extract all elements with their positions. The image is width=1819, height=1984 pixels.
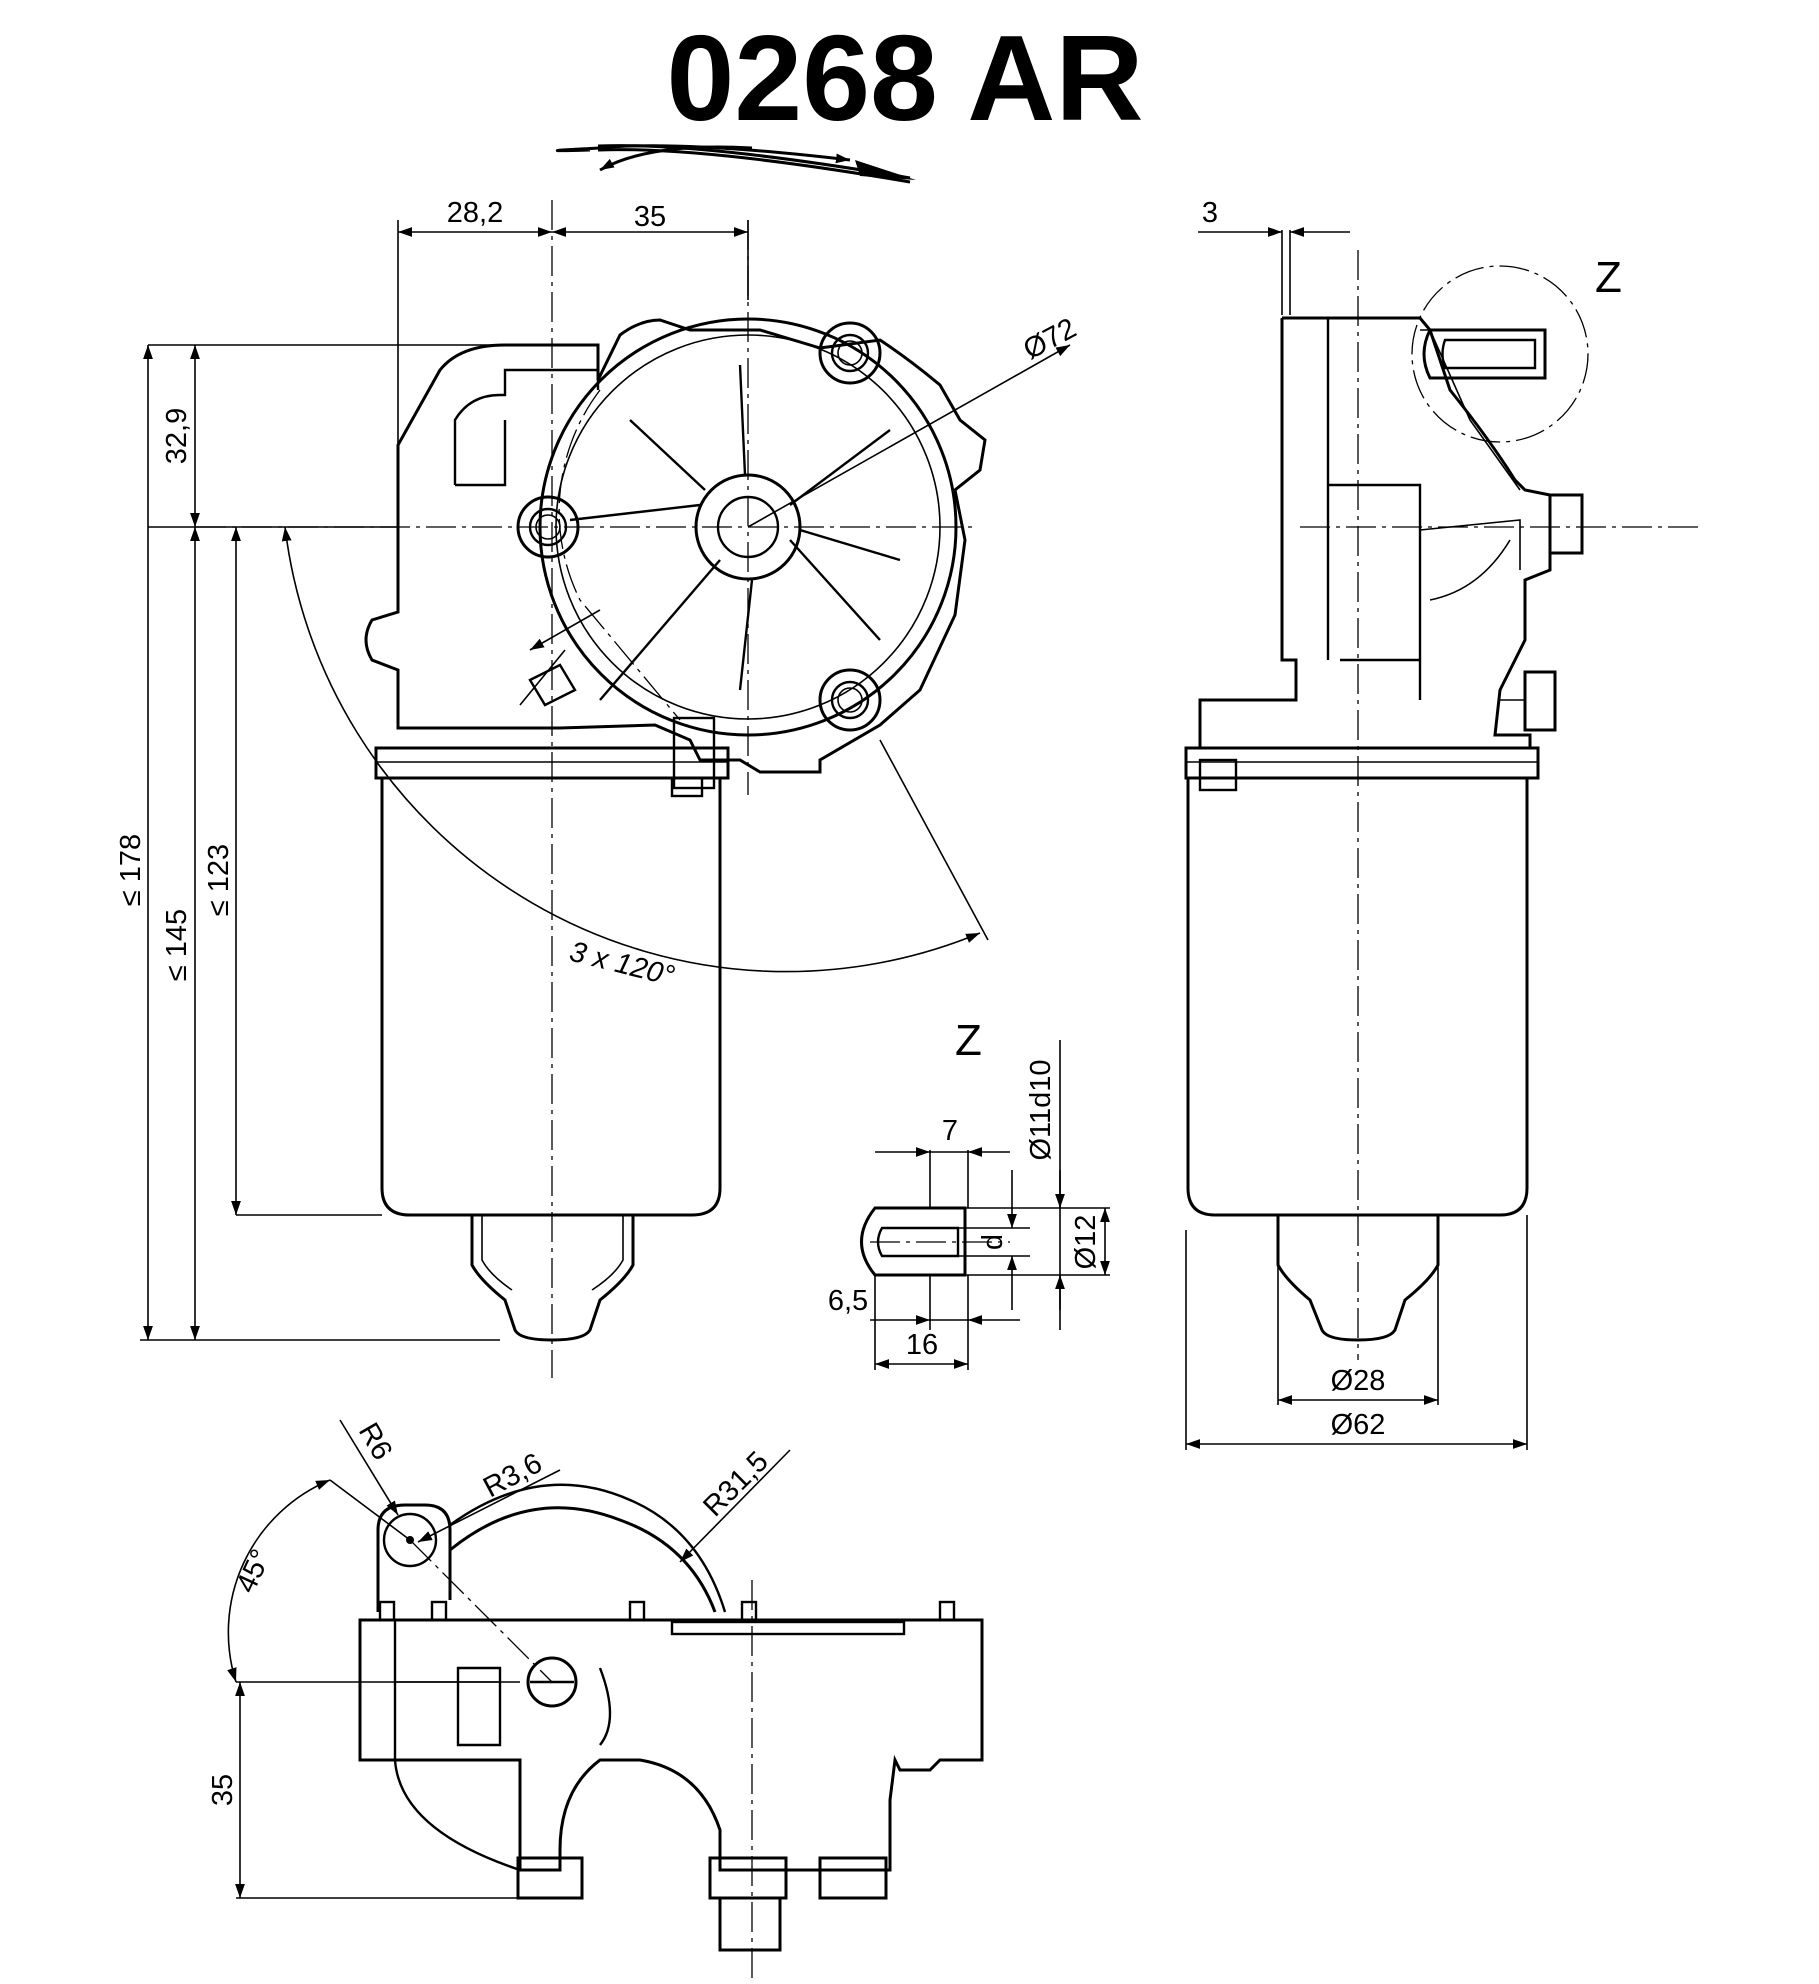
dim-45-degrees: 45° xyxy=(230,1545,278,1598)
dim-145: ≤ 145 xyxy=(161,909,193,981)
dim-diameter-11d10: Ø11d10 xyxy=(1025,1059,1057,1160)
front-view: 28,2 35 Ø72 32,9 ≤ 178 ≤ 145 ≤ 123 3 x 1… xyxy=(115,197,1082,1378)
detail-z: Z 7 Ø11d10 d Ø12 6,5 xyxy=(828,1016,1110,1370)
bottom-view: 45° R6 R3,6 R31,5 35 xyxy=(207,1418,984,1984)
dim-16: 16 xyxy=(906,1329,938,1361)
dim-r6: R6 xyxy=(352,1418,398,1466)
dim-6-5: 6,5 xyxy=(828,1285,868,1317)
dim-diameter-28: Ø28 xyxy=(1331,1365,1386,1397)
dim-123: ≤ 123 xyxy=(203,844,235,916)
dim-diameter-62: Ø62 xyxy=(1331,1409,1386,1441)
drawing-title: 0268 AR xyxy=(667,10,1144,146)
dim-7: 7 xyxy=(942,1115,958,1147)
rotation-arrow xyxy=(555,144,916,184)
dim-178: ≤ 178 xyxy=(115,834,147,906)
dim-35-bottom: 35 xyxy=(207,1774,239,1806)
detail-z-label: Z xyxy=(955,1016,982,1065)
side-view: Z 3 Ø28 Ø62 xyxy=(1184,197,1700,1450)
dim-32-9: 32,9 xyxy=(161,408,193,464)
dim-r31-5: R31,5 xyxy=(697,1446,774,1523)
boss-top xyxy=(818,321,882,385)
dim-r3-6: R3,6 xyxy=(478,1447,547,1504)
dim-28-2: 28,2 xyxy=(447,197,503,229)
dim-diameter-72: Ø72 xyxy=(1018,312,1081,366)
dim-3: 3 xyxy=(1202,197,1218,229)
dim-d: d xyxy=(977,1234,1009,1250)
boss-bottom xyxy=(818,668,882,732)
dim-35-top: 35 xyxy=(634,201,666,233)
dim-diameter-12: Ø12 xyxy=(1070,1215,1102,1270)
side-view-detail-z: Z xyxy=(1595,253,1622,302)
